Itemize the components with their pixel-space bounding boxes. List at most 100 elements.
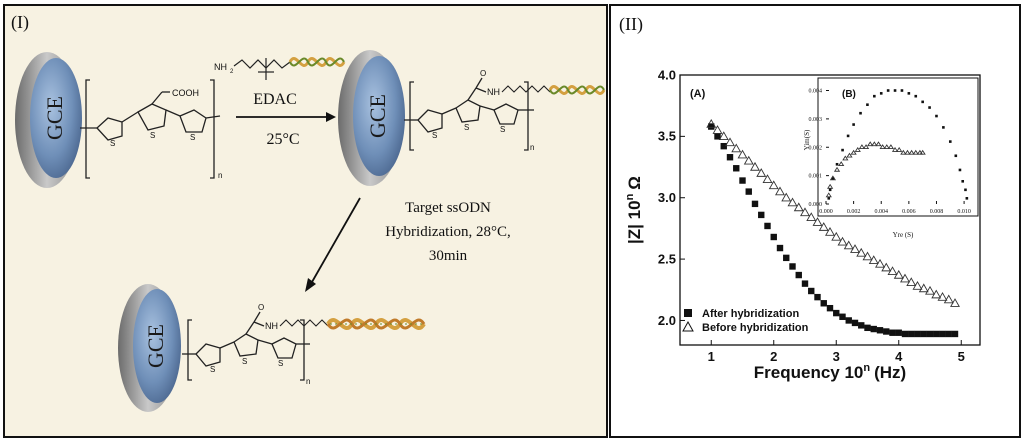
plot-frame: [679, 74, 981, 346]
data-point-square: [948, 140, 952, 143]
data-point-triangle: [768, 180, 779, 190]
data-point-triangle: [825, 226, 835, 236]
data-point-square: [852, 123, 855, 126]
data-point-square: [920, 330, 927, 338]
data-point-square: [858, 322, 865, 329]
s-atom: S: [242, 357, 247, 366]
data-point-square: [965, 197, 969, 200]
legend-marker-after: [684, 309, 692, 317]
nh-label: NH: [265, 321, 278, 331]
data-point-square: [808, 287, 815, 295]
data-point-square: [883, 328, 890, 335]
arrow-head: [305, 278, 316, 292]
data-point-square: [733, 165, 740, 172]
data-point-square: [783, 254, 790, 262]
y-axis-label-text: |Z| 10: [625, 200, 644, 244]
legend: After hybridization Before hybridization: [682, 308, 809, 334]
data-point-square: [745, 188, 752, 195]
data-point-triangle: [838, 161, 845, 167]
data-point-triangle: [787, 197, 798, 207]
y-tick-label: 0.004: [809, 89, 823, 95]
data-point-triangle: [862, 251, 873, 261]
panel-label-b: (B): [842, 89, 856, 100]
dna-probe-1: [288, 57, 346, 67]
s-atom: S: [210, 365, 215, 374]
data-point-square: [708, 123, 715, 130]
x-axis-label-unit: (Hz): [874, 363, 906, 382]
data-point-triangle: [743, 155, 754, 165]
x-tick-label: 0.010: [957, 209, 971, 215]
data-point-triangle: [900, 149, 907, 155]
data-point-square: [764, 222, 771, 230]
alkyl-linker: [501, 85, 551, 93]
data-point-square: [889, 329, 896, 336]
data-point-triangle: [906, 277, 917, 287]
n-subscript: n: [218, 171, 222, 180]
data-point-square: [827, 197, 831, 200]
data-point-square: [814, 293, 821, 301]
polymer-1: [80, 79, 221, 179]
data-point-square: [845, 317, 852, 324]
scheme-drawing: GCE GCE GCE COOH S S S: [15, 50, 606, 412]
y-tick-label: 3.5: [658, 129, 676, 144]
y-tick-label: 0.000: [809, 202, 823, 208]
y-axis-label: |Z| 10nΩ: [624, 176, 644, 244]
data-point-triangle: [925, 285, 935, 295]
dna-probe-2: [548, 85, 606, 95]
x-axis-label: Frequency 10n(Hz): [754, 362, 906, 382]
data-point-triangle: [950, 298, 960, 307]
data-point-square: [789, 263, 796, 270]
data-point-square: [908, 330, 915, 338]
data-point-triangle: [904, 149, 911, 155]
data-point-triangle: [867, 141, 874, 147]
nh2-subscript: 2: [230, 69, 234, 75]
s-atom: S: [190, 133, 195, 142]
x-tick-label: 1: [708, 349, 715, 364]
data-point-square: [954, 154, 958, 158]
data-point-triangle: [818, 222, 829, 231]
data-point-triangle: [725, 137, 735, 147]
y-tick-label: 2.5: [658, 251, 676, 266]
data-point-triangle: [891, 146, 899, 152]
o-atom: O: [480, 69, 486, 78]
data-point-triangle: [856, 247, 867, 257]
data-point-triangle: [737, 149, 748, 159]
data-point-square: [835, 162, 839, 166]
data-point-square: [964, 188, 967, 192]
data-point-triangle: [912, 149, 919, 155]
reagent-label: EDAC: [253, 91, 297, 108]
data-point-triangle: [854, 146, 861, 152]
electrode-1: [15, 52, 82, 188]
scheme-panel: (I): [3, 4, 608, 438]
data-point-triangle: [712, 125, 723, 134]
data-point-triangle: [875, 258, 885, 268]
arrow-head: [326, 112, 336, 122]
data-point-triangle: [827, 183, 834, 189]
o-atom: O: [258, 303, 264, 312]
data-point-square: [939, 330, 946, 338]
s-atom: S: [464, 123, 469, 132]
data-point-triangle: [829, 175, 837, 181]
polymer-2: [404, 77, 534, 151]
x-tick-label: 3: [833, 349, 840, 364]
data-point-triangle: [806, 212, 817, 222]
data-point-square: [873, 94, 876, 98]
data-point-square: [826, 304, 834, 312]
data-point-triangle: [781, 192, 792, 202]
x-tick-label: 2: [770, 349, 777, 364]
x-tick-label: 5: [958, 349, 965, 364]
data-point-square: [739, 177, 746, 184]
x-axis-label-sup: n: [863, 362, 870, 374]
data-point-square: [841, 148, 844, 152]
polymer-3: [182, 311, 310, 381]
data-point-triangle: [843, 240, 854, 250]
data-point-square: [720, 142, 727, 150]
panel-label-a: (A): [690, 88, 706, 100]
hybridization-line-1: Target ssODN: [405, 200, 491, 216]
data-point-triangle: [833, 166, 841, 172]
data-point-square: [935, 114, 938, 118]
data-point-square: [828, 188, 832, 192]
n-subscript: n: [306, 377, 310, 386]
data-point-triangle: [800, 207, 810, 217]
